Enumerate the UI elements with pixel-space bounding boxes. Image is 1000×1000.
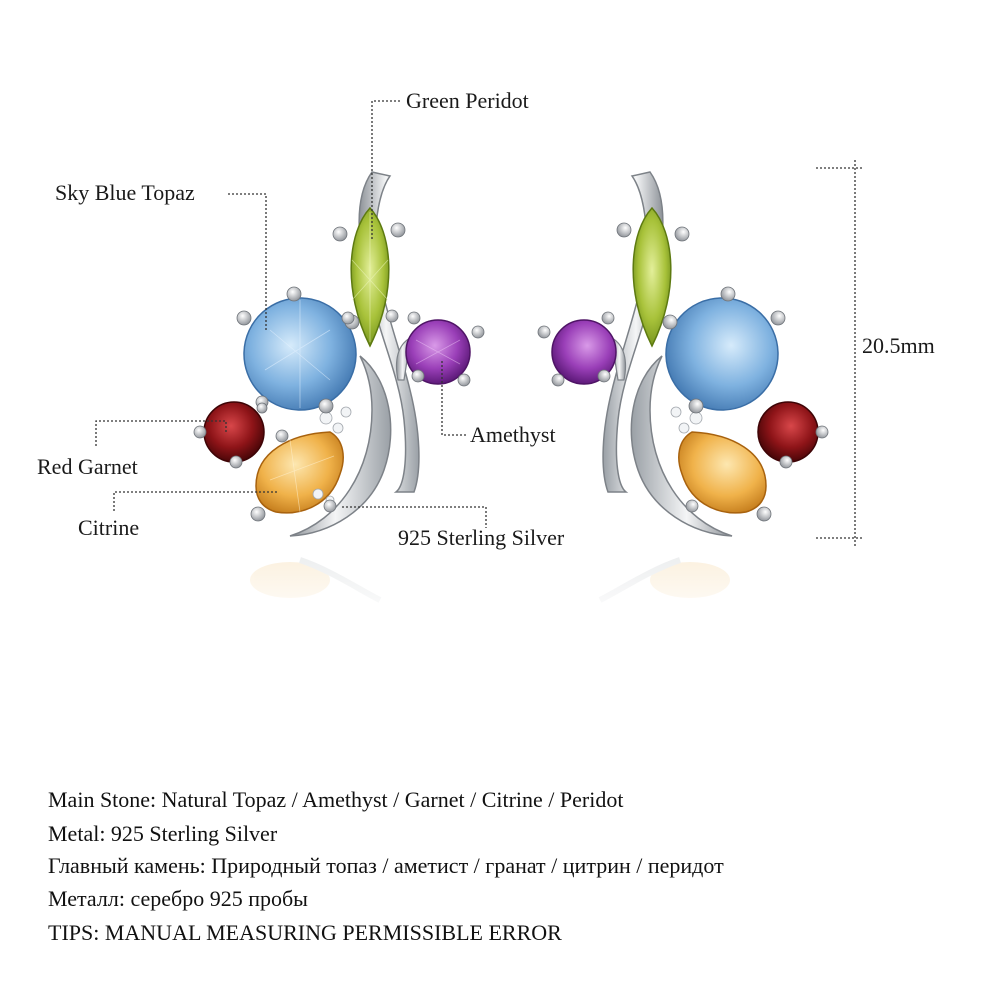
right-topaz-gem xyxy=(665,297,779,411)
spec-metal: Metal: 925 Sterling Silver xyxy=(48,821,278,846)
label-citrine: Citrine xyxy=(78,515,140,540)
leader-lines xyxy=(95,100,862,546)
left-garnet-gem xyxy=(203,401,265,463)
right-garnet-gem xyxy=(757,401,819,463)
spec-metal-ru: Металл: серебро 925 пробы xyxy=(48,886,308,911)
left-earring xyxy=(193,171,485,537)
label-red-garnet: Red Garnet xyxy=(37,454,138,479)
label-amethyst: Amethyst xyxy=(470,422,556,447)
left-pave-stones xyxy=(312,406,352,505)
right-amethyst-gem xyxy=(551,319,617,385)
spec-tips: TIPS: MANUAL MEASURING PERMISSIBLE ERROR xyxy=(48,920,562,945)
right-peridot-gem xyxy=(632,206,672,348)
left-silver-crescent xyxy=(289,355,392,537)
right-citrine-gem xyxy=(678,431,767,514)
spec-main-stone: Main Stone: Natural Topaz / Amethyst / G… xyxy=(48,787,624,812)
spec-main-stone-ru: Главный камень: Природный топаз / аметис… xyxy=(48,853,724,878)
label-green-peridot: Green Peridot xyxy=(406,88,529,113)
earrings-illustration xyxy=(0,100,1000,628)
left-prongs xyxy=(193,222,485,522)
right-earring xyxy=(537,171,829,537)
label-sky-blue-topaz: Sky Blue Topaz xyxy=(55,180,195,205)
label-height-dimension: 20.5mm xyxy=(862,333,935,358)
label-sterling-silver: 925 Sterling Silver xyxy=(398,525,565,550)
